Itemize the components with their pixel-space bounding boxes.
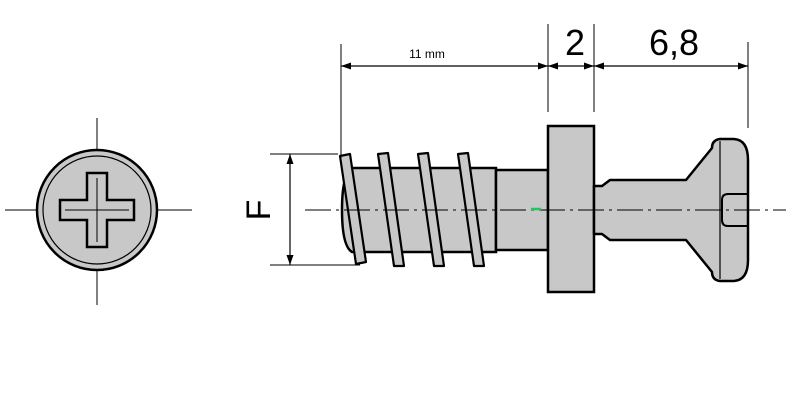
screw-head-inner-circle [42,155,152,265]
shank-length-label: 11 mm [409,47,445,61]
slot-icon [721,193,748,227]
end-view [5,118,192,305]
flange-thickness-label: 2 [565,22,585,63]
dimensions: 11 mm 2 6,8 F [240,22,749,266]
flange-collar [546,124,596,294]
phillips-cross-icon [58,171,136,249]
side-view [305,124,786,294]
head-length-label: 6,8 [649,22,699,63]
thread-diameter-label: F [240,200,278,221]
